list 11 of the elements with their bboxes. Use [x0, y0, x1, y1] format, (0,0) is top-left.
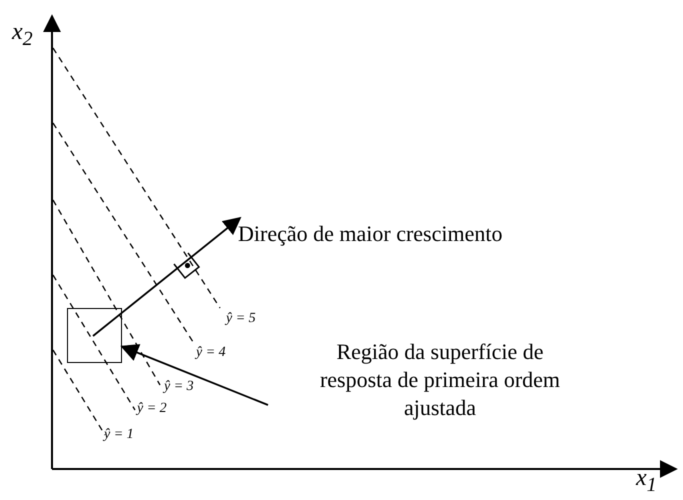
region-box [67, 308, 122, 363]
direction-label: Direção de maior crescimento [238, 223, 502, 245]
leader-arrow [120, 344, 268, 406]
contour-label: ŷ = 2 [137, 402, 167, 416]
axis-label: x$_{1}$ [636, 466, 657, 495]
region-label: Região da superfície de resposta de primeira ordem ajustada [300, 338, 580, 422]
contour-label: ŷ = 1 [104, 428, 134, 442]
axis-label: x$_{2}$ [12, 20, 33, 49]
contour-label: ŷ = 5 [226, 312, 256, 326]
contour-label: ŷ = 3 [164, 380, 194, 394]
contour-label: ŷ = 4 [196, 346, 226, 360]
